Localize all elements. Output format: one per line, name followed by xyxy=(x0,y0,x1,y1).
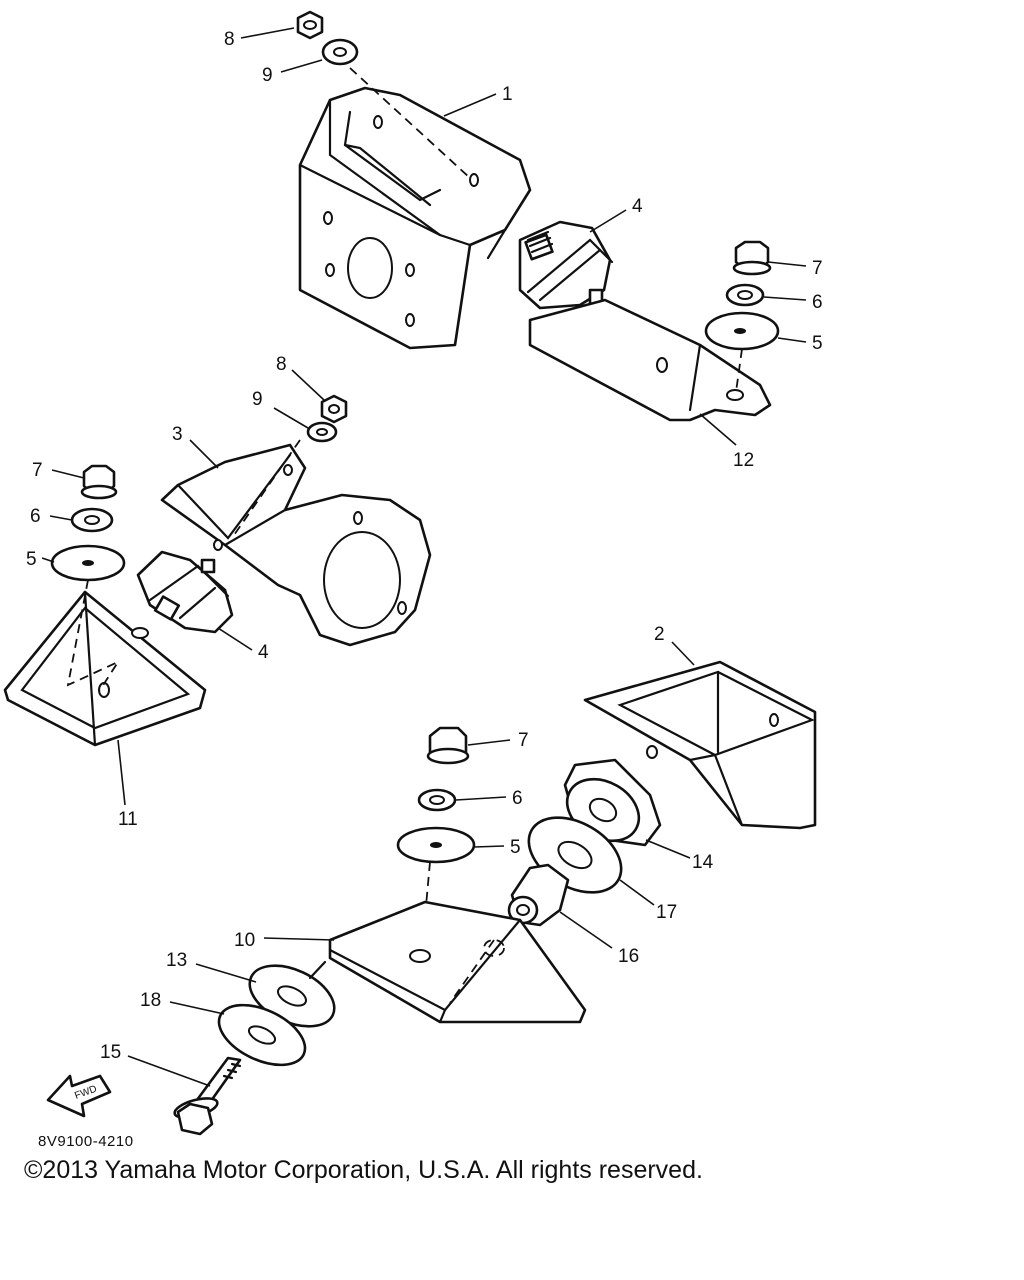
part-1-bracket xyxy=(298,86,532,350)
callout-3: 3 xyxy=(172,424,183,445)
callout-7-left: 7 xyxy=(32,460,43,481)
callout-4-top: 4 xyxy=(632,196,643,217)
callout-7-lower: 7 xyxy=(518,730,529,751)
part-5-plain-washer-left xyxy=(50,544,126,582)
part-11-bracket xyxy=(3,590,207,747)
part-18-large-washer xyxy=(217,1003,307,1067)
part-8-nut-middle xyxy=(320,394,348,424)
part-5-plain-washer-lower xyxy=(396,826,476,864)
callout-5-right: 5 xyxy=(812,333,823,354)
part-12-bracket xyxy=(528,298,772,422)
callout-9-top: 9 xyxy=(262,65,273,86)
callout-labels: 8 9 1 4 7 6 5 12 8 9 3 7 6 5 4 11 2 xyxy=(26,27,823,1087)
callout-11: 11 xyxy=(118,809,138,830)
part-10-bracket xyxy=(328,900,587,1024)
copyright-notice: ©2013 Yamaha Motor Corporation, U.S.A. A… xyxy=(24,1156,703,1184)
part-4-rubber-mount-top xyxy=(518,220,614,310)
callout-15: 15 xyxy=(100,1042,121,1063)
callout-7-right: 7 xyxy=(812,258,823,279)
part-9-washer-middle xyxy=(306,421,338,443)
callout-8-top: 8 xyxy=(224,29,235,50)
part-2-bracket xyxy=(583,660,817,830)
callout-13: 13 xyxy=(166,950,187,971)
callout-4-middle: 4 xyxy=(258,642,269,663)
callout-9-middle: 9 xyxy=(252,389,263,410)
part-3-headlight-bracket xyxy=(160,443,432,647)
callout-8-middle: 8 xyxy=(276,354,287,375)
callout-5-left: 5 xyxy=(26,549,37,570)
callout-10: 10 xyxy=(234,930,255,951)
part-5-plain-washer-right xyxy=(704,311,780,351)
part-7-flange-nut-right xyxy=(732,240,772,276)
diagram-code: 8V9100-4210 xyxy=(38,1133,134,1150)
callout-5-lower: 5 xyxy=(510,837,521,858)
callout-12: 12 xyxy=(733,450,754,471)
callout-16: 16 xyxy=(618,946,639,967)
callout-17: 17 xyxy=(656,902,677,923)
fwd-arrow: FWD xyxy=(46,1074,112,1118)
part-15-flange-bolt xyxy=(173,1056,242,1136)
part-7-flange-nut-left xyxy=(80,464,118,500)
part-7-flange-nut-lower xyxy=(426,726,470,765)
callout-2: 2 xyxy=(654,624,665,645)
callout-6-right: 6 xyxy=(812,292,823,313)
callout-14: 14 xyxy=(692,852,714,873)
part-8-nut-top xyxy=(296,10,324,40)
part-16-collar xyxy=(507,863,570,927)
part-4-rubber-mount-middle xyxy=(136,550,234,634)
callout-6-lower: 6 xyxy=(512,788,523,809)
part-6-lock-washer-left xyxy=(70,507,114,533)
part-6-lock-washer-lower xyxy=(417,788,457,812)
callout-18: 18 xyxy=(140,990,161,1011)
part-9-washer-top xyxy=(321,38,359,66)
part-6-lock-washer-right xyxy=(725,283,765,307)
exploded-parts-diagram: FWD 8 9 1 4 7 6 5 12 8 9 3 7 6 5 4 xyxy=(3,10,823,1136)
callout-1: 1 xyxy=(502,84,513,105)
callout-6-left: 6 xyxy=(30,506,41,527)
